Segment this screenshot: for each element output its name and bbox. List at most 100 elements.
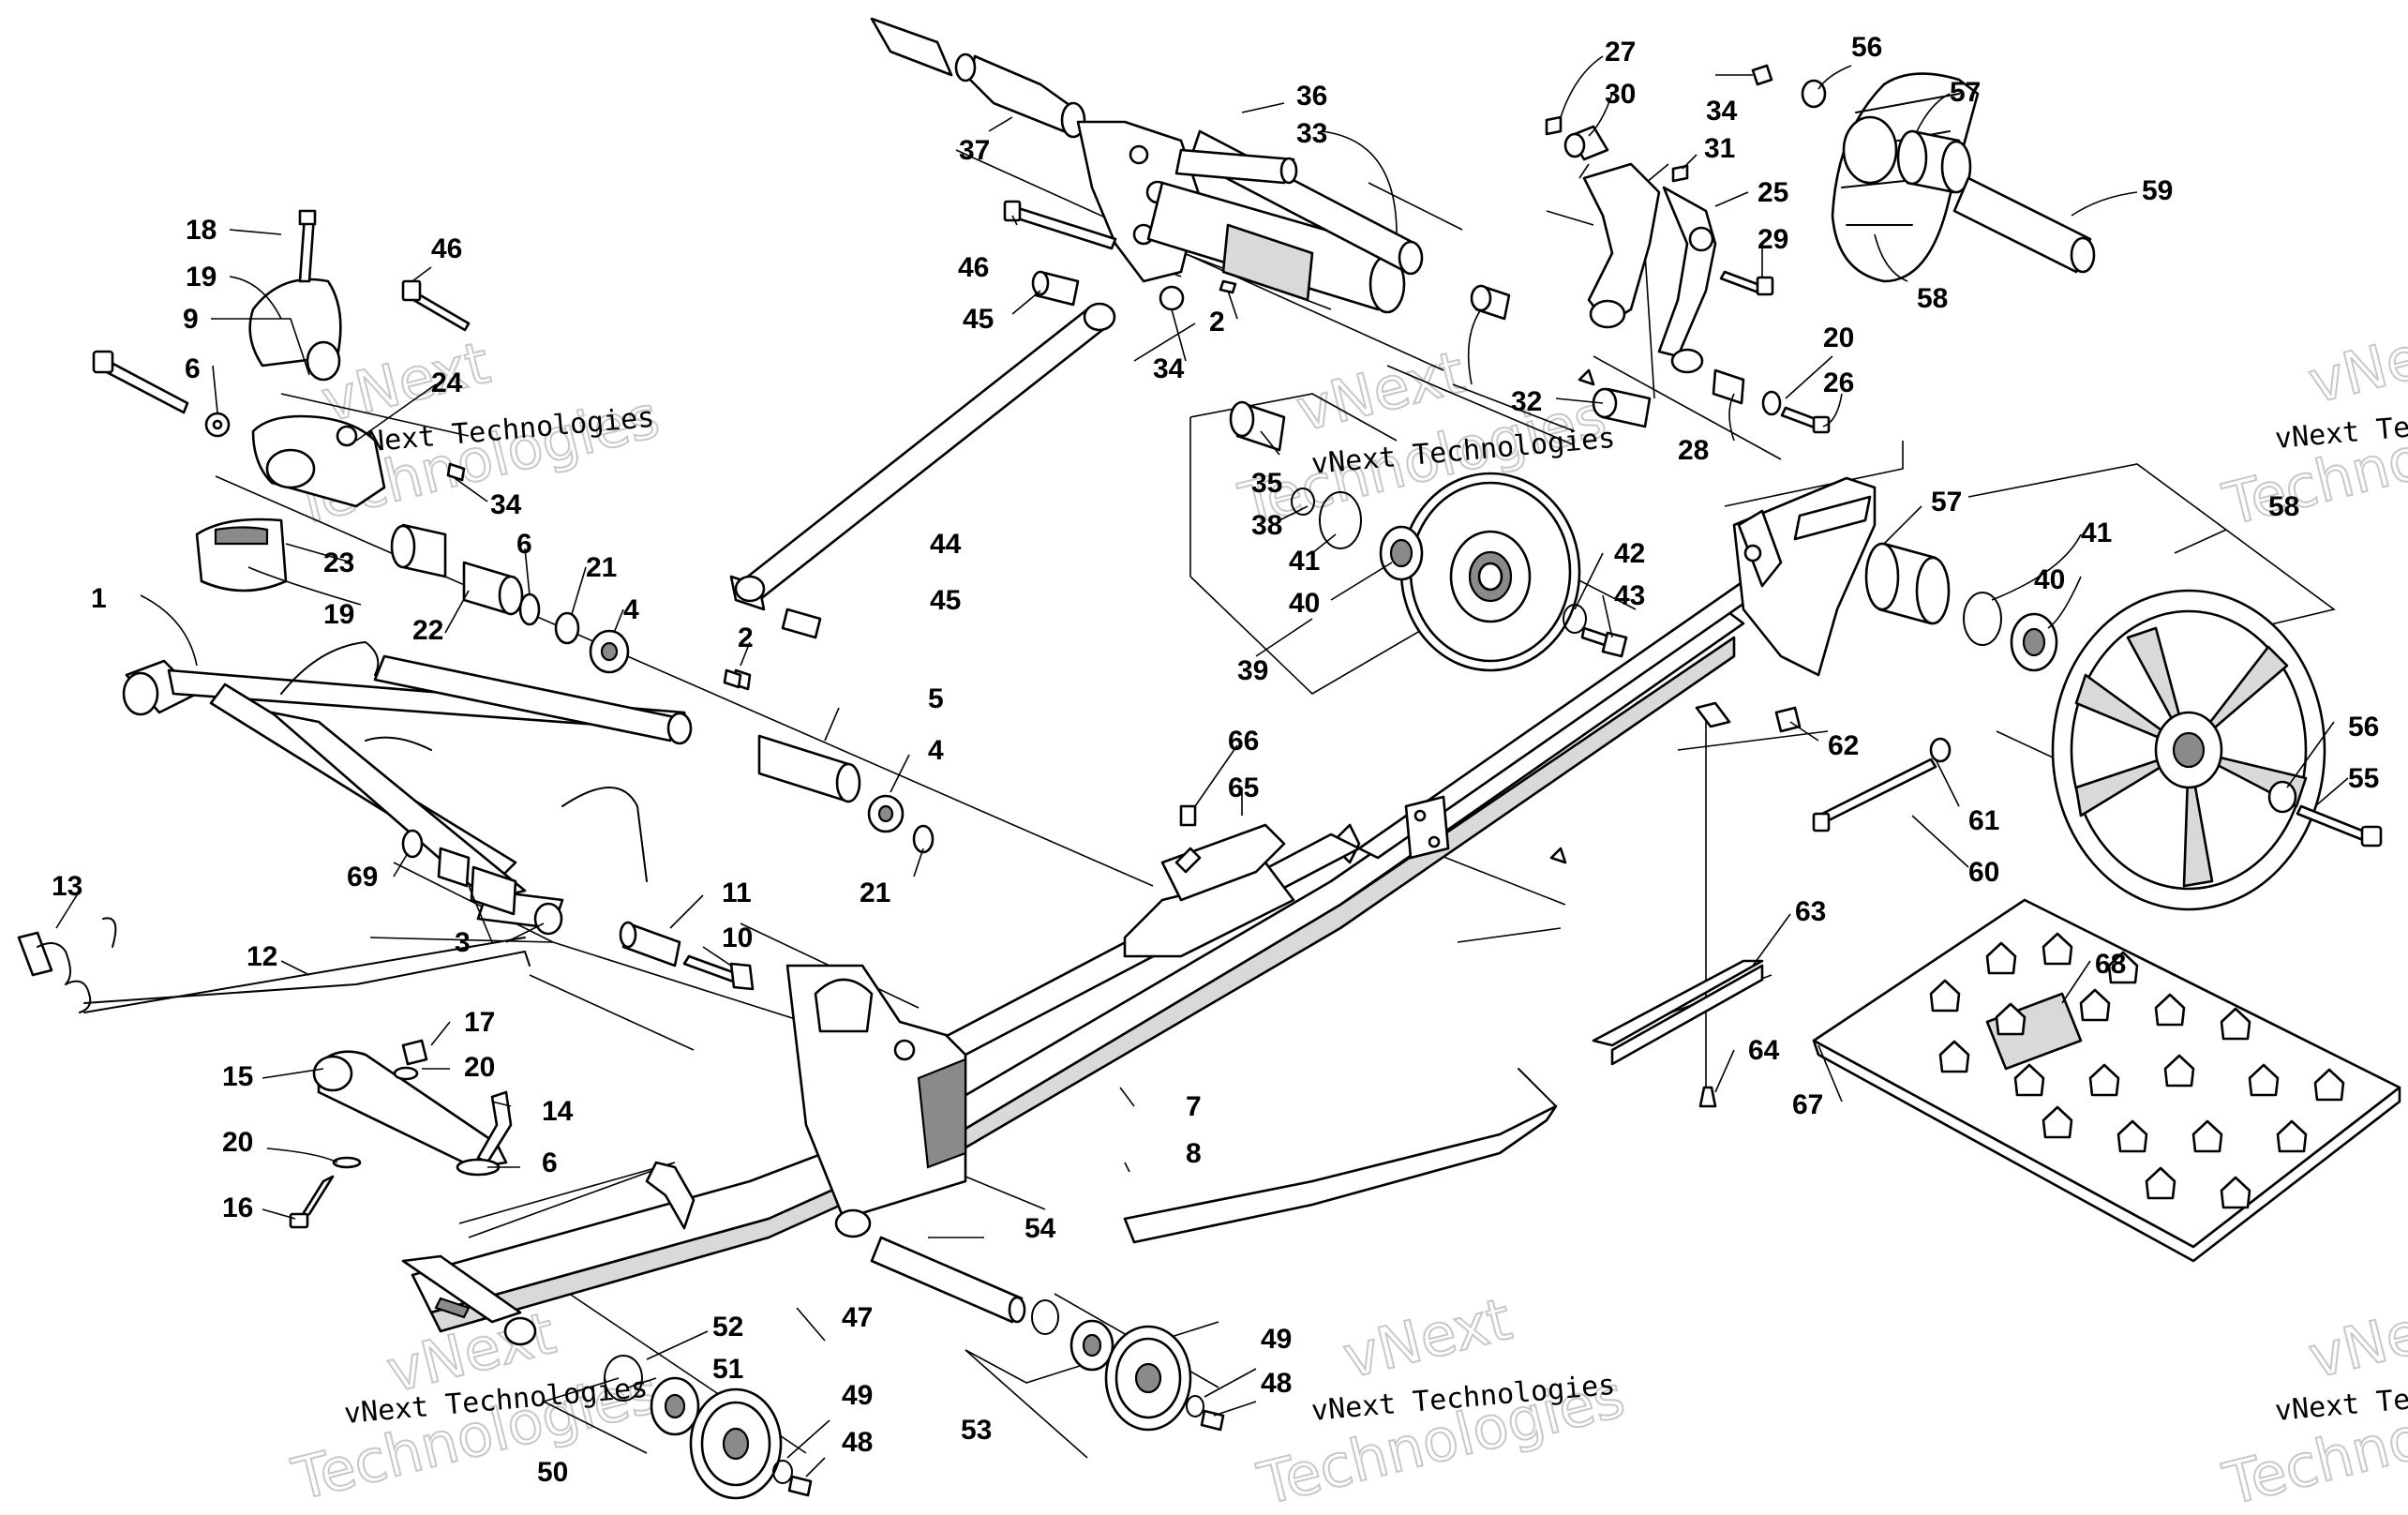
part-64-bolt-head <box>1695 701 1731 728</box>
part-58-wheel-right <box>2051 589 2326 911</box>
callout-20: 20 <box>222 1127 253 1158</box>
callout-11: 11 <box>722 878 752 908</box>
watermark-word: Technologies <box>2217 1361 2408 1515</box>
callout-34: 34 <box>1706 96 1738 127</box>
callout-40: 40 <box>1289 588 1320 619</box>
callout-59: 59 <box>2142 175 2173 206</box>
part-26-bolt <box>1780 406 1831 434</box>
part-34-nut-left <box>446 462 466 482</box>
part-4-bushing <box>589 629 630 674</box>
part-57-hub-right <box>1864 542 1951 625</box>
part-19-clamp-upper <box>248 209 342 382</box>
part-16-bolt <box>289 1175 335 1229</box>
callout-13: 13 <box>52 871 82 902</box>
callout-37: 37 <box>959 135 990 166</box>
part-31-screw <box>1671 164 1689 183</box>
part-2-zerk <box>723 668 742 689</box>
callout-29: 29 <box>1757 224 1788 255</box>
callout-67: 67 <box>1792 1089 1823 1120</box>
callout-57: 57 <box>1950 77 1981 108</box>
part-61-washer <box>1929 737 1952 763</box>
part-43-bolt <box>1580 626 1628 658</box>
callout-56: 56 <box>1851 32 1882 63</box>
callout-60: 60 <box>1968 857 1999 888</box>
part-33-upper-arm <box>1076 120 1424 314</box>
callout-34: 34 <box>490 489 522 520</box>
callout-50: 50 <box>537 1457 568 1488</box>
part-9-bolt <box>92 350 231 438</box>
part-47-slide-rail <box>401 579 1764 1346</box>
callout-23: 23 <box>323 548 354 578</box>
part-37-shaft <box>870 17 1086 139</box>
callout-6: 6 <box>516 529 532 560</box>
part-57-hub-top <box>1896 129 1972 194</box>
arrow-marker <box>1549 847 1567 864</box>
callout-26: 26 <box>1823 368 1854 398</box>
callout-20: 20 <box>464 1052 495 1083</box>
part-60-bolt <box>1812 758 1937 832</box>
callout-7: 7 <box>1186 1091 1202 1122</box>
callout-33: 33 <box>1296 118 1327 149</box>
callout-42: 42 <box>1614 538 1645 569</box>
callout-21: 21 <box>860 878 890 908</box>
part-22-bushing <box>462 561 524 616</box>
callout-36: 36 <box>1296 81 1327 112</box>
callout-38: 38 <box>1251 510 1282 541</box>
callout-40: 40 <box>2034 564 2065 595</box>
part-25-bracket <box>1582 162 1717 374</box>
callout-4: 4 <box>623 594 639 625</box>
callout-24: 24 <box>431 368 463 398</box>
callout-16: 16 <box>222 1192 253 1223</box>
callout-21: 21 <box>586 552 617 583</box>
callout-69: 69 <box>347 862 378 892</box>
callout-19: 19 <box>186 262 217 292</box>
callout-61: 61 <box>1968 805 1999 836</box>
part-35-bushing <box>1229 400 1286 452</box>
part-20-washer-right <box>1761 390 1782 416</box>
callout-52: 52 <box>712 1312 743 1342</box>
callout-25: 25 <box>1757 177 1788 208</box>
part-52-snap-ring <box>604 1355 643 1402</box>
part-41-snap-ring-right <box>1963 592 2002 646</box>
part-54-axle <box>870 1236 1026 1324</box>
callout-53: 53 <box>961 1415 992 1446</box>
callout-19: 19 <box>323 599 354 630</box>
callout-5: 5 <box>928 683 944 714</box>
callout-18: 18 <box>186 215 217 246</box>
callout-41: 41 <box>1289 546 1320 577</box>
part-19-clamp-lower <box>195 518 288 592</box>
part-65-rack <box>1160 823 1286 902</box>
part-45-bushing-top <box>1031 270 1080 307</box>
part-50-wheel <box>689 1388 783 1500</box>
callout-2: 2 <box>1209 307 1225 338</box>
callout-17: 17 <box>464 1007 495 1038</box>
part-27-screw <box>1545 115 1563 136</box>
callout-9: 9 <box>183 304 199 335</box>
part-39-idler-wheel <box>1399 472 1581 672</box>
callout-64: 64 <box>1748 1035 1780 1066</box>
part-53-wheel <box>1104 1325 1192 1432</box>
callout-49: 49 <box>842 1380 873 1411</box>
callout-58: 58 <box>1917 283 1948 314</box>
callout-43: 43 <box>1614 580 1645 611</box>
callout-44: 44 <box>930 529 962 560</box>
callout-27: 27 <box>1605 37 1636 68</box>
callout-41: 41 <box>2081 518 2112 548</box>
callout-45: 45 <box>963 304 994 335</box>
part-38-snap-ring <box>1291 488 1315 516</box>
part-44-link-arm <box>729 302 1116 639</box>
watermark-brand: vNext <box>1337 1284 1518 1392</box>
callout-15: 15 <box>222 1061 253 1092</box>
callout-65: 65 <box>1228 772 1259 803</box>
callout-49: 49 <box>1261 1324 1292 1355</box>
callout-labels: 1 2 2 3 4 4 5 6 6 6 7 8 9 10 11 12 13 14… <box>52 32 2379 1488</box>
callout-39: 39 <box>1237 655 1268 686</box>
leader-lines <box>55 55 2349 1478</box>
callout-35: 35 <box>1251 468 1282 499</box>
part-59-axle <box>1952 176 2096 274</box>
part-53-bearing <box>1069 1319 1114 1372</box>
part-49-washer-left <box>772 1460 793 1484</box>
part-17-nut <box>393 1039 428 1081</box>
callout-31: 31 <box>1704 133 1735 164</box>
